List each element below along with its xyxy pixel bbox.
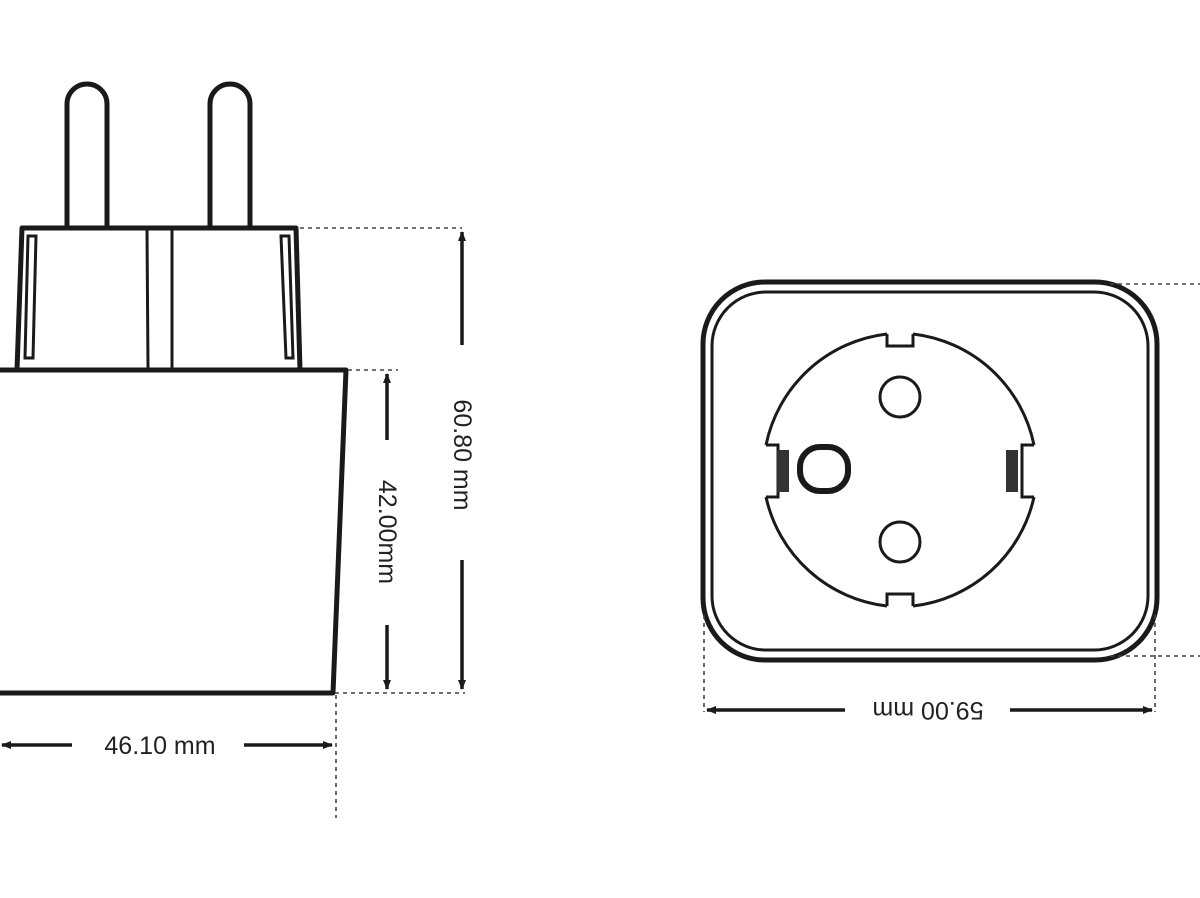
plug-collar (14, 225, 303, 373)
ground-clip-left (777, 450, 789, 492)
width-label: 46.10 mm (104, 732, 215, 760)
pin-left (64, 81, 110, 228)
front-view: 59.00 mm (700, 279, 1200, 724)
ground-clip-right (1006, 450, 1018, 492)
front-width-label: 59.00 mm (872, 696, 983, 724)
socket-hole-bottom (878, 520, 922, 564)
plug-body (0, 367, 349, 696)
height-body-label: 42.00mm (373, 480, 401, 584)
socket-recess (764, 332, 1036, 608)
housing-outline (700, 279, 1160, 663)
socket-hole-top (878, 375, 922, 419)
height-total-label: 60.80 mm (448, 399, 476, 510)
side-view: 60.80 mm 42.00mm 46.10 mm (0, 81, 476, 818)
pin-right (207, 81, 253, 228)
